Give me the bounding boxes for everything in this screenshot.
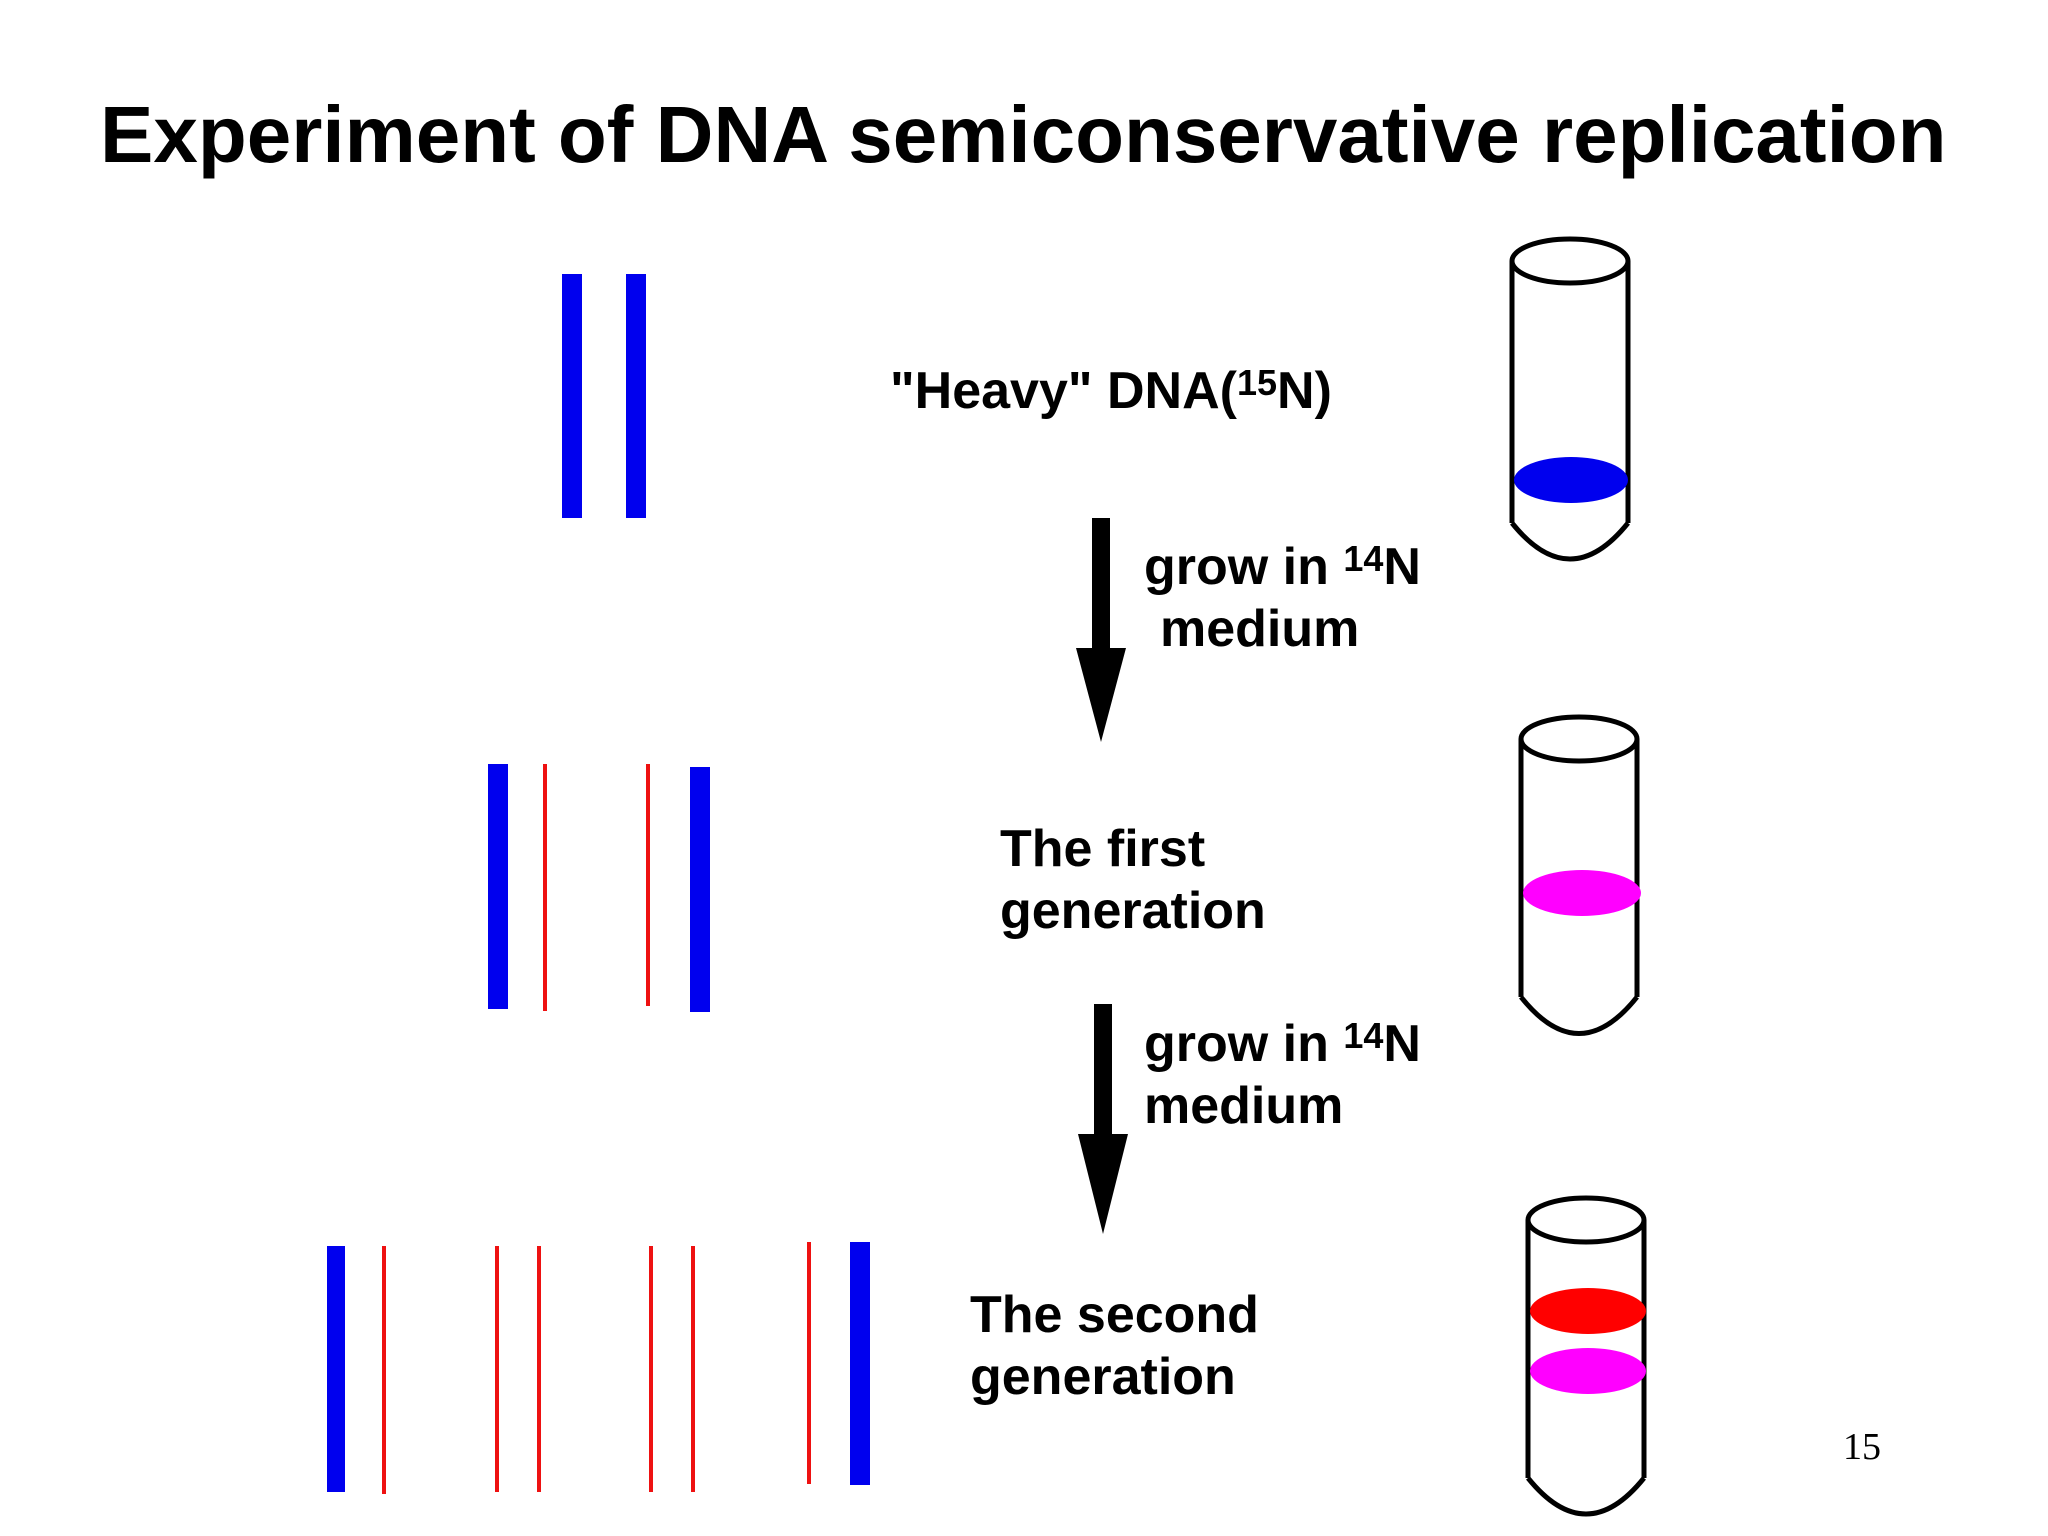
second-generation-line2: generation xyxy=(970,1348,1236,1406)
second-generation-label: The second generation xyxy=(970,1284,1259,1408)
grow-label-2: grow in 14N medium xyxy=(1144,1013,1421,1137)
down-arrow-icon xyxy=(1076,518,1126,742)
page-number: 15 xyxy=(1843,1426,1881,1468)
heavy-strand xyxy=(488,764,508,1009)
test-tube-2 xyxy=(1518,714,1641,1036)
first-generation-line1: The first xyxy=(1000,820,1206,878)
first-generation-line2: generation xyxy=(1000,882,1266,940)
first-generation-dna xyxy=(488,764,710,1012)
heavy-strand xyxy=(626,274,646,518)
heavy-dna-label: "Heavy" DNA(15N) xyxy=(890,362,1332,420)
dna-band-heavy xyxy=(1514,457,1628,503)
heavy-strand xyxy=(850,1242,870,1485)
heavy-strand xyxy=(690,767,710,1012)
down-arrow-icon xyxy=(1078,1004,1128,1234)
grow-label-line1: grow in 14N xyxy=(1144,1015,1421,1073)
second-generation-dna xyxy=(327,1242,870,1494)
grow-label-1: grow in 14N medium xyxy=(1144,536,1421,660)
slide-title: Experiment of DNA semiconservative repli… xyxy=(100,90,1947,179)
parental-dna xyxy=(562,274,646,518)
second-generation-line1: The second xyxy=(970,1286,1259,1344)
grow-label-line1: grow in 14N xyxy=(1144,538,1421,596)
test-tube-3 xyxy=(1525,1195,1647,1517)
test-tube-1 xyxy=(1509,236,1631,562)
heavy-strand xyxy=(562,274,582,518)
dna-band-hybrid xyxy=(1523,870,1641,916)
first-generation-label: The first generation xyxy=(1000,818,1266,942)
grow-label-line2: medium xyxy=(1160,600,1360,658)
heavy-strand xyxy=(327,1246,345,1492)
grow-label-line2: medium xyxy=(1144,1077,1344,1135)
dna-band-hybrid xyxy=(1530,1348,1646,1394)
dna-band-light xyxy=(1530,1288,1646,1334)
